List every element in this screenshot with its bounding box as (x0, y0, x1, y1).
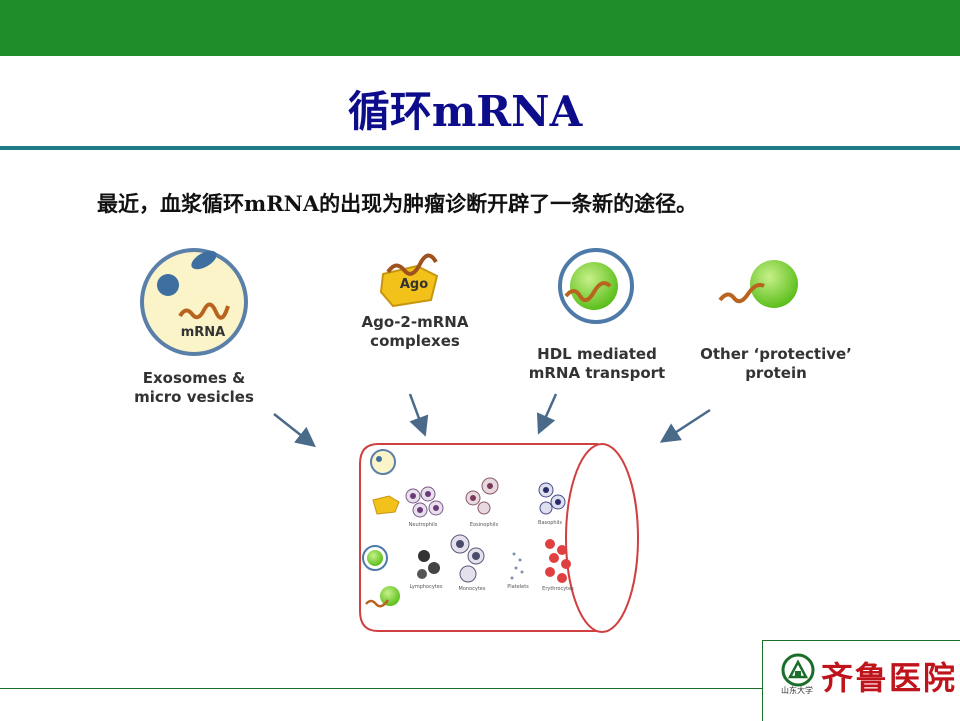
neutrophils (405, 486, 444, 518)
cell-label-platelets: Platelets (507, 584, 529, 590)
cell-label-lymphocytes: Lymphocytes (410, 584, 443, 590)
lymphocytes (417, 550, 440, 579)
emblem-icon (781, 653, 815, 687)
monocytes (450, 534, 485, 583)
blood-vessel-icon (359, 443, 639, 633)
footer-divider (0, 688, 762, 689)
cell-label-basophils: Basophils (538, 520, 562, 526)
hospital-name: 齐鲁医院 (821, 659, 958, 697)
top-bar (0, 0, 960, 56)
exosome-label: Exosomes & micro vesicles (134, 369, 254, 406)
blood-cells (405, 477, 571, 583)
arrow-ago (408, 393, 429, 437)
slide-title: 循环mRNA (347, 87, 583, 136)
ago-badge: Ago (400, 277, 428, 292)
cell-label-eosinophils: Eosinophils (470, 522, 499, 528)
basophils (538, 482, 566, 515)
arrow-hdl (536, 393, 558, 435)
university-name: 山东大学 (781, 686, 813, 695)
hospital-logo: 山东大学 齐鲁医院 (762, 640, 960, 721)
ago-label: Ago-2-mRNA complexes (361, 313, 469, 350)
protective-protein-label: Other ‘protective’ protein (700, 345, 852, 382)
exosome-icon (140, 248, 248, 356)
eosinophils (465, 477, 499, 515)
hdl-label: HDL mediated mRNA transport (528, 345, 666, 382)
ago-complex-icon (379, 253, 439, 308)
diagram-graphics: mRNA Ago (140, 248, 798, 633)
slide-subtitle: 最近，血浆循环mRNA的出现为肿瘤诊断开辟了一条新的途径。 (97, 191, 698, 216)
cell-label-monocytes: Monocytes (459, 586, 486, 592)
carrier-icons (362, 449, 400, 608)
arrow-protein (659, 408, 711, 443)
cell-label-neutrophils: Neutrophils (409, 522, 438, 528)
erythrocytes (545, 539, 571, 583)
cell-label-erythrocytes: Erythrocytes (542, 586, 574, 592)
arrow-exosome (273, 413, 316, 448)
circulating-mrna-diagram: mRNA Ago (88, 238, 888, 640)
hdl-particle-icon (558, 248, 634, 324)
exosome-inner-label: mRNA (181, 325, 226, 340)
protective-protein-icon (718, 260, 798, 308)
title-divider (0, 146, 960, 150)
platelets (510, 552, 524, 580)
